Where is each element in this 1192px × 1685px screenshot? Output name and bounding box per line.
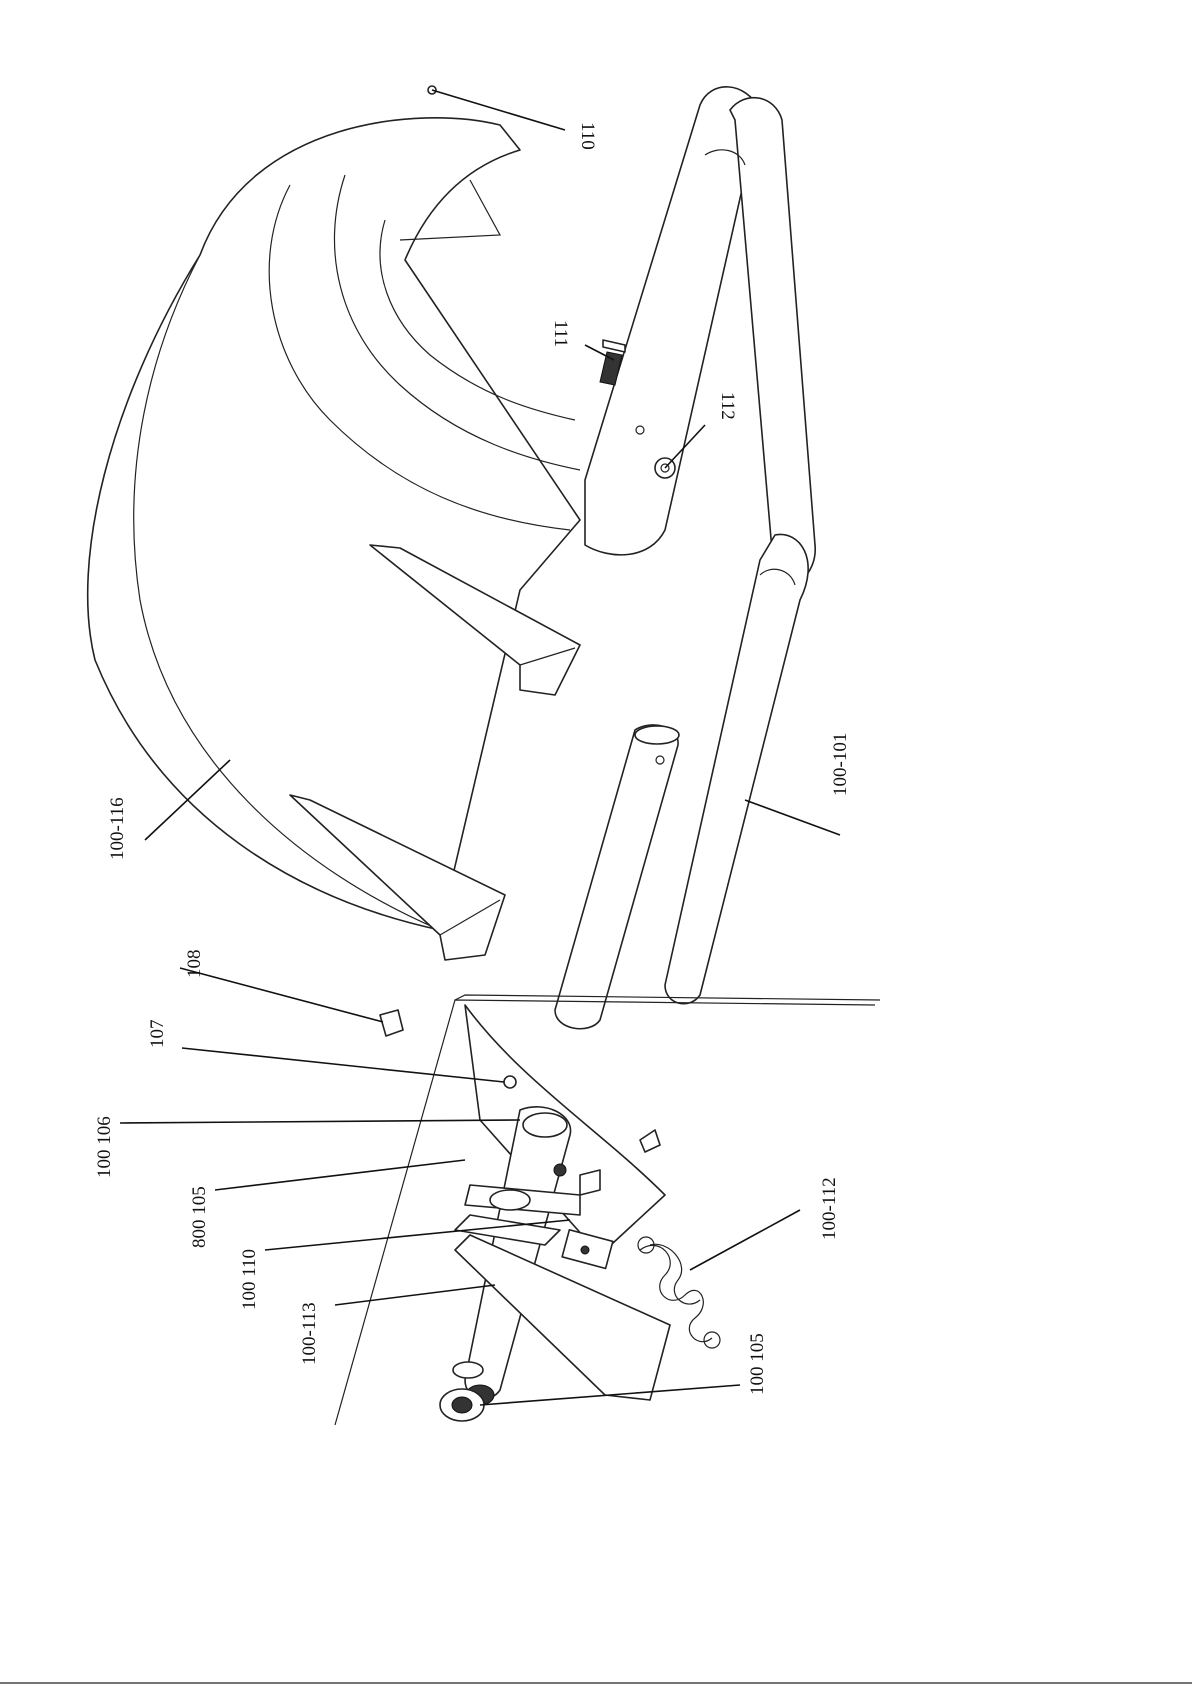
pivot-shaft-assembly — [453, 1107, 670, 1405]
label-100-106: 100 106 — [94, 1116, 115, 1178]
label-100-112: 100-112 — [819, 1177, 840, 1240]
collector-hood — [88, 118, 580, 930]
label-100-116: 100-116 — [107, 797, 128, 860]
label-100-101: 100-101 — [830, 733, 851, 796]
leader-107 — [182, 1048, 504, 1082]
leader-100-113 — [335, 1285, 495, 1305]
bolt-108 — [380, 1010, 403, 1036]
label-800-105: 800 105 — [189, 1186, 210, 1248]
washer-100-105 — [440, 1389, 484, 1421]
leader-800-105 — [215, 1160, 465, 1190]
label-108: 108 — [184, 950, 205, 979]
nut-107 — [504, 1076, 516, 1088]
handle-lower-tube — [555, 725, 679, 1029]
label-100-110: 100 110 — [239, 1249, 260, 1310]
leader-100-101 — [745, 800, 840, 835]
label-100-113: 100-113 — [299, 1302, 320, 1365]
label-100-105: 100 105 — [747, 1333, 768, 1395]
leader-100-106 — [120, 1120, 520, 1123]
screw — [640, 1130, 660, 1152]
label-111: 111 — [550, 320, 571, 347]
label-107: 107 — [147, 1020, 168, 1049]
label-112: 112 — [717, 392, 738, 420]
leader-108 — [180, 968, 383, 1022]
label-110: 110 — [577, 122, 598, 150]
leader-100-112 — [690, 1210, 800, 1270]
